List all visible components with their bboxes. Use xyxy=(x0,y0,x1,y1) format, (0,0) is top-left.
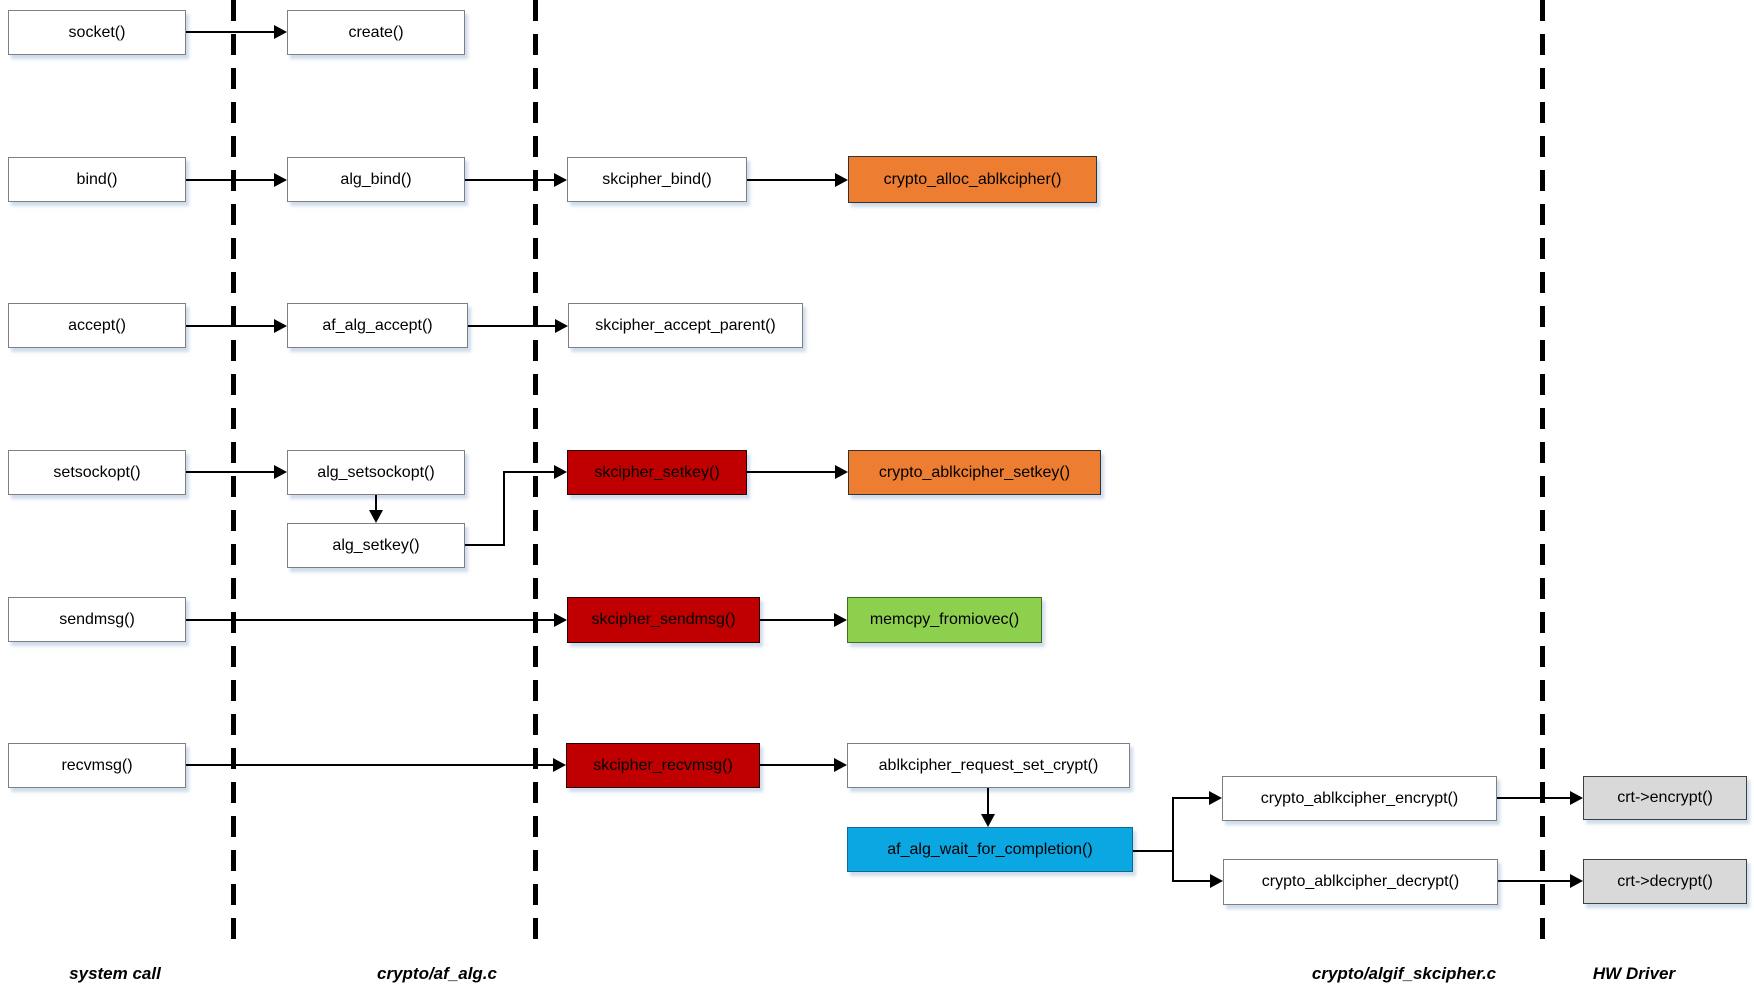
arrow-skcipher-setkey-to-crypto-setkey-line xyxy=(747,471,838,473)
arrow-request-to-wait-head xyxy=(981,814,995,827)
node-ablkcipher-request-set-crypt: ablkcipher_request_set_crypt() xyxy=(847,743,1130,788)
node-label: socket() xyxy=(68,23,126,41)
arrow-request-to-wait-line xyxy=(987,788,989,815)
node-setsockopt: setsockopt() xyxy=(8,450,186,495)
node-recvmsg: recvmsg() xyxy=(8,743,186,788)
arrow-socket-to-create-head xyxy=(274,25,287,39)
node-label: crypto_ablkcipher_encrypt() xyxy=(1260,789,1459,807)
node-crypto-alloc-ablkcipher: crypto_alloc_ablkcipher() xyxy=(848,156,1097,203)
column-divider-2 xyxy=(533,0,538,950)
node-skcipher-sendmsg: skcipher_sendmsg() xyxy=(567,597,760,643)
arrow-socket-to-create-line xyxy=(186,31,276,33)
node-af-alg-wait-for-completion: af_alg_wait_for_completion() xyxy=(847,827,1133,872)
connector-alg-setkey-elbow-v xyxy=(503,471,505,546)
arrow-decrypt-to-crt-decrypt-line xyxy=(1498,880,1570,882)
node-label: skcipher_recvmsg() xyxy=(593,756,733,774)
node-label: crt->encrypt() xyxy=(1617,789,1713,806)
arrow-skcipher-sendmsg-to-memcpy-head xyxy=(834,613,847,627)
node-sendmsg: sendmsg() xyxy=(8,597,186,642)
arrow-encrypt-to-crt-encrypt-head xyxy=(1570,791,1583,805)
arrow-split-to-decrypt-head xyxy=(1210,874,1223,888)
node-label: accept() xyxy=(68,316,126,334)
arrow-alg-setsockopt-to-alg-setkey-line xyxy=(375,495,377,511)
node-label: recvmsg() xyxy=(61,756,133,774)
node-skcipher-bind: skcipher_bind() xyxy=(567,157,747,202)
column-label-system-call: system call xyxy=(69,964,161,983)
arrow-recvmsg-to-skcipher-recvmsg-head xyxy=(553,758,566,772)
node-label: setsockopt() xyxy=(53,463,141,481)
arrow-skcipher-bind-to-crypto-alloc-head xyxy=(835,173,848,187)
arrow-split-to-decrypt-line xyxy=(1172,880,1210,882)
node-skcipher-setkey: skcipher_setkey() xyxy=(567,450,747,495)
column-divider-1 xyxy=(231,0,236,950)
arrow-bind-to-alg-bind-head xyxy=(274,173,287,187)
node-label: skcipher_accept_parent() xyxy=(595,316,776,334)
node-alg-bind: alg_bind() xyxy=(287,157,465,202)
arrow-sendmsg-to-skcipher-sendmsg-line xyxy=(186,619,556,621)
node-accept: accept() xyxy=(8,303,186,348)
node-label: crypto_ablkcipher_setkey() xyxy=(878,463,1071,481)
arrow-setsockopt-to-alg-setsockopt-line xyxy=(186,471,276,473)
arrow-skcipher-bind-to-crypto-alloc-line xyxy=(747,179,837,181)
arrow-sendmsg-to-skcipher-sendmsg-head xyxy=(554,613,567,627)
arrow-split-to-encrypt-line xyxy=(1172,797,1209,799)
node-alg-setkey: alg_setkey() xyxy=(287,523,465,568)
connector-wait-split-v xyxy=(1172,797,1174,882)
connector-wait-split-h xyxy=(1133,850,1174,852)
arrow-skcipher-setkey-to-crypto-setkey-head xyxy=(835,465,848,479)
node-label: bind() xyxy=(76,170,118,188)
arrow-recvmsg-to-skcipher-recvmsg-line xyxy=(186,764,555,766)
node-create: create() xyxy=(287,10,465,55)
arrow-skcipher-recvmsg-to-request-line xyxy=(760,764,836,766)
node-label: skcipher_sendmsg() xyxy=(591,611,736,628)
arrow-skcipher-recvmsg-to-request-head xyxy=(834,758,847,772)
node-label: af_alg_accept() xyxy=(322,316,433,334)
node-crypto-ablkcipher-setkey: crypto_ablkcipher_setkey() xyxy=(848,450,1101,495)
arrow-encrypt-to-crt-encrypt-line xyxy=(1497,797,1570,799)
node-memcpy-fromiovec: memcpy_fromiovec() xyxy=(847,597,1042,643)
node-crt-encrypt: crt->encrypt() xyxy=(1583,776,1747,820)
node-label: sendmsg() xyxy=(59,610,135,628)
arrow-alg-bind-to-skcipher-bind-line xyxy=(465,179,556,181)
node-alg-setsockopt: alg_setsockopt() xyxy=(287,450,465,495)
column-label-af-alg: crypto/af_alg.c xyxy=(377,964,497,983)
arrow-accept-to-af-alg-accept-line xyxy=(186,325,276,327)
arrow-setsockopt-to-alg-setsockopt-head xyxy=(274,465,287,479)
column-label-hw-driver: HW Driver xyxy=(1592,964,1676,983)
node-bind: bind() xyxy=(8,157,186,202)
node-crt-decrypt: crt->decrypt() xyxy=(1583,859,1747,904)
arrow-alg-bind-to-skcipher-bind-head xyxy=(554,173,567,187)
node-label: create() xyxy=(348,23,404,41)
node-label: ablkcipher_request_set_crypt() xyxy=(878,756,1099,774)
arrow-decrypt-to-crt-decrypt-head xyxy=(1570,874,1583,888)
node-label: alg_setkey() xyxy=(332,536,420,554)
node-label: crypto_alloc_ablkcipher() xyxy=(883,170,1062,188)
node-af-alg-accept: af_alg_accept() xyxy=(287,303,468,348)
node-crypto-ablkcipher-decrypt: crypto_ablkcipher_decrypt() xyxy=(1223,859,1498,905)
column-divider-3 xyxy=(1540,0,1545,950)
node-label: af_alg_wait_for_completion() xyxy=(887,840,1093,858)
node-label: crt->decrypt() xyxy=(1617,872,1713,890)
arrow-bind-to-alg-bind-line xyxy=(186,179,276,181)
connector-alg-setkey-elbow-h xyxy=(465,544,505,546)
arrow-alg-setkey-to-skcipher-setkey-head xyxy=(554,465,567,479)
node-label: skcipher_setkey() xyxy=(594,463,720,481)
arrow-split-to-encrypt-head xyxy=(1209,791,1222,805)
arrow-accept-to-af-alg-accept-head xyxy=(274,319,287,333)
node-label: memcpy_fromiovec() xyxy=(869,611,1020,628)
node-skcipher-accept-parent: skcipher_accept_parent() xyxy=(568,303,803,348)
arrow-alg-setkey-to-skcipher-setkey-line xyxy=(503,471,554,473)
node-socket: socket() xyxy=(8,10,186,55)
node-label: alg_bind() xyxy=(340,170,412,188)
arrow-af-alg-accept-to-parent-head xyxy=(555,319,568,333)
arrow-alg-setsockopt-to-alg-setkey-head xyxy=(369,510,383,523)
node-label: skcipher_bind() xyxy=(602,170,712,188)
node-skcipher-recvmsg: skcipher_recvmsg() xyxy=(566,743,760,788)
node-label: crypto_ablkcipher_decrypt() xyxy=(1261,873,1460,890)
arrow-af-alg-accept-to-parent-line xyxy=(468,325,557,327)
node-crypto-ablkcipher-encrypt: crypto_ablkcipher_encrypt() xyxy=(1222,776,1497,821)
node-label: alg_setsockopt() xyxy=(317,463,435,481)
column-label-algif-skcipher: crypto/algif_skcipher.c xyxy=(1311,964,1497,983)
arrow-skcipher-sendmsg-to-memcpy-line xyxy=(760,619,836,621)
